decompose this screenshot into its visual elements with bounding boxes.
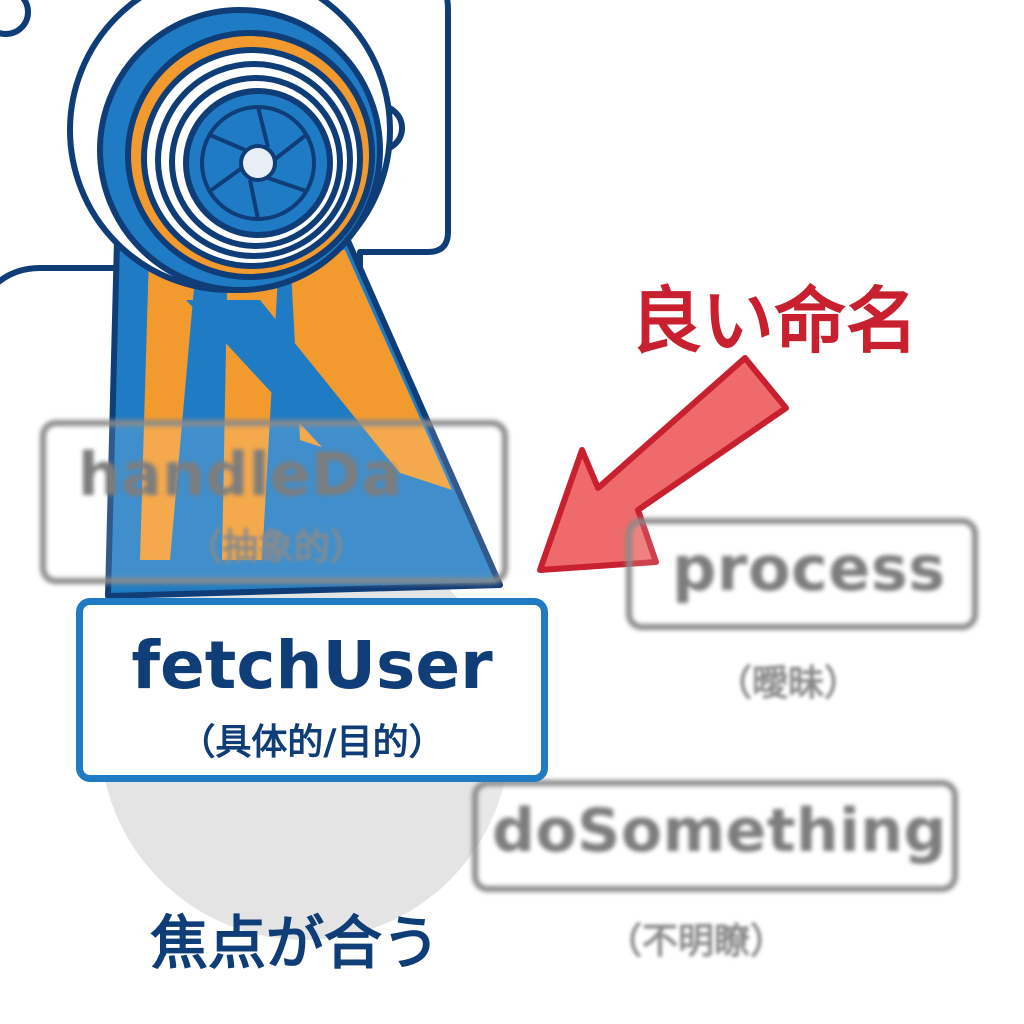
focused-card-note: （具体的/目的） [179, 722, 445, 763]
good-naming-label: 良い命名 [630, 279, 919, 363]
blurred-card-1 [40, 420, 508, 584]
blurred-card-2 [626, 518, 978, 630]
arrow-icon [537, 355, 789, 573]
shutter-icon [200, 105, 316, 221]
blurred-card-3 [472, 780, 958, 892]
focused-card-name: fetchUser [131, 627, 493, 704]
blurred-card-1-note: （抽象的） [186, 527, 367, 568]
blurred-card-2-name: process [672, 532, 946, 605]
focused-card: fetchUser （具体的/目的） [76, 598, 548, 782]
blurred-card-3-note: （不明瞭） [606, 921, 787, 962]
light-cone [105, 197, 503, 599]
blurred-card-1-name: handleDa [78, 440, 403, 510]
blurred-card-3-name: doSomething [492, 796, 947, 866]
in-focus-caption: 焦点が合う [150, 909, 441, 977]
blurred-card-2-note: （曖昧） [716, 663, 861, 704]
